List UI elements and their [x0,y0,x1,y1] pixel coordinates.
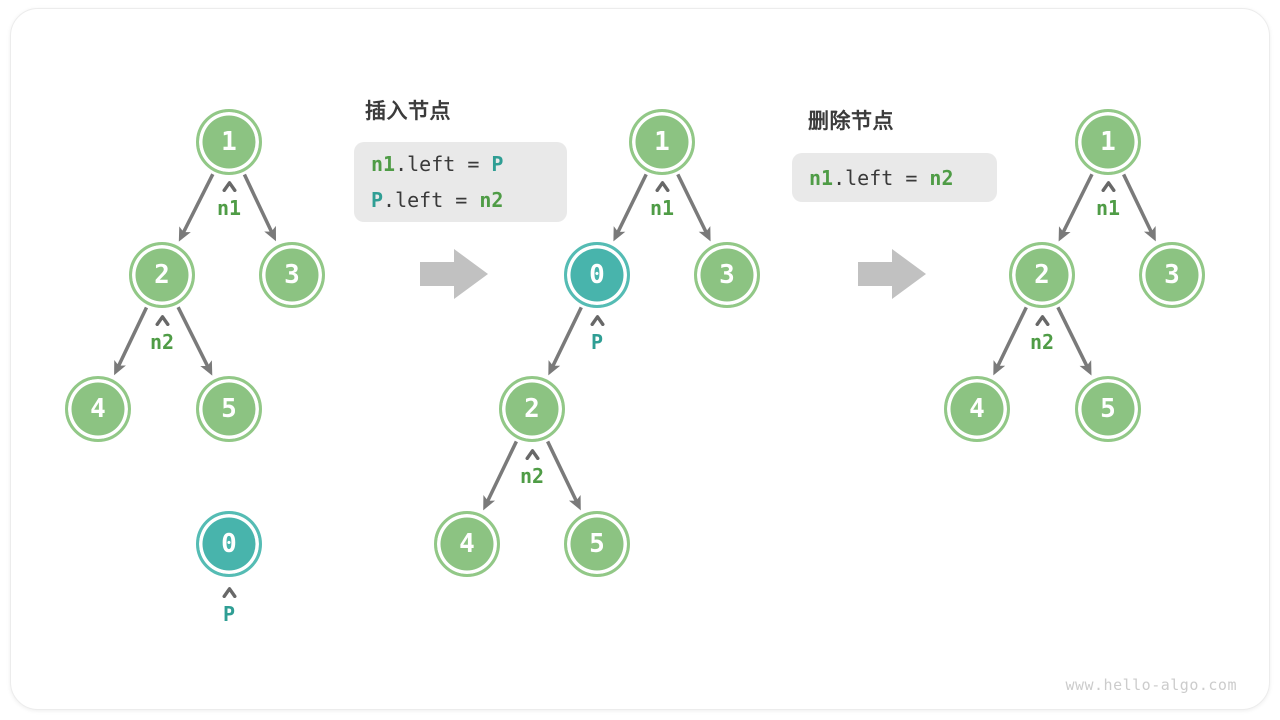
node-2: 2 [499,376,565,442]
code-token: n1 [371,152,396,176]
pointer-label: n2 [149,330,175,354]
caret-up-icon [222,587,236,598]
code-token: .left = [833,165,930,190]
node-5: 5 [564,511,630,577]
pointer-n2: n2 [500,449,564,486]
code-line: n1.left = P [371,146,567,182]
node-4: 4 [434,511,500,577]
pointer-label: n2 [519,464,545,488]
caret-up-icon [1035,315,1049,326]
pointer-label: P [590,330,604,354]
pointer-label: P [222,602,236,626]
pointer-n2: n2 [130,315,194,352]
code-token: P [491,152,504,176]
code-line: n1.left = n2 [809,160,997,196]
node-5: 5 [1075,376,1141,442]
node-1: 1 [196,109,262,175]
node-1: 1 [629,109,695,175]
caret-up-icon [155,315,169,326]
pointer-label: n2 [1029,330,1055,354]
section-title-delete: 删除节点 [808,110,894,133]
pointer-label: n1 [649,196,675,220]
pointer-p: P [565,315,629,352]
node-4: 4 [65,376,131,442]
caret-up-icon [222,181,236,192]
caret-up-icon [1101,181,1115,192]
node-2: 2 [129,242,195,308]
node-3: 3 [1139,242,1205,308]
caret-up-icon [655,181,669,192]
pointer-n1: n1 [630,181,694,218]
node-3: 3 [694,242,760,308]
pointer-n2: n2 [1010,315,1074,352]
code-box-delete: n1.left = n2 [792,153,997,202]
code-token: n2 [929,165,954,190]
node-1: 1 [1075,109,1141,175]
node-4: 4 [944,376,1010,442]
node-0: 0 [564,242,630,308]
pointer-label: n1 [1095,196,1121,220]
code-token: n2 [479,188,504,212]
pointer-label: n1 [216,196,242,220]
code-token: n1 [809,165,834,190]
code-line: P.left = n2 [371,182,567,218]
caret-up-icon [525,449,539,460]
node-3: 3 [259,242,325,308]
watermark: www.hello-algo.com [1065,676,1237,694]
caret-up-icon [590,315,604,326]
code-token: P [371,188,384,212]
pointer-n1: n1 [1076,181,1140,218]
code-token: .left = [383,188,480,212]
code-token: .left = [395,152,492,176]
node-0: 0 [196,511,262,577]
node-2: 2 [1009,242,1075,308]
section-title-insert: 插入节点 [365,100,451,123]
pointer-n1: n1 [197,181,261,218]
node-5: 5 [196,376,262,442]
pointer-p: P [197,587,261,624]
